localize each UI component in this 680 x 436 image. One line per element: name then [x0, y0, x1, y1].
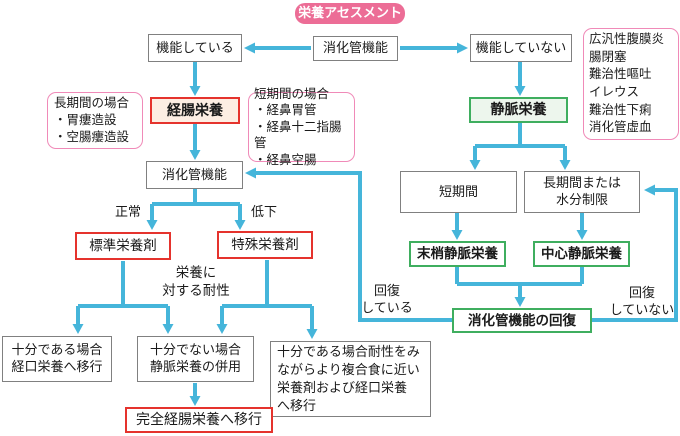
arrowhead-inadequate-left	[162, 324, 174, 334]
node-adequate-complex: 十分である場合耐性をみ ながらより複合食に近い 栄養剤および経口栄養 へ移行	[270, 341, 431, 417]
node-parenteral-nutrition: 静脈栄養	[469, 97, 568, 123]
arrow-special-split	[220, 260, 314, 330]
arrowhead-adequate-complex	[306, 329, 318, 339]
arrow-gi-split	[150, 189, 242, 221]
node-gi-function-recheck: 消化管機能	[146, 161, 243, 189]
arrowhead-special	[234, 220, 246, 230]
label-tolerance: 栄養に 対する耐性	[162, 265, 230, 298]
arrowhead-central	[576, 230, 588, 240]
node-not-functioning: 機能していない	[470, 34, 572, 62]
node-peripheral-pn: 末梢静脈栄養	[409, 241, 506, 267]
node-functioning: 機能している	[148, 34, 242, 62]
arrowhead-right-not-functioning	[457, 42, 468, 54]
node-long-term-or-fluid: 長期間または 水分制限	[524, 171, 640, 213]
arrow-loop-recovering	[256, 171, 452, 322]
arrowhead-loop-not-recovering	[644, 184, 655, 196]
title-nutrition-assessment: 栄養アセスメント	[295, 3, 405, 24]
node-short-term: 短期間	[400, 171, 517, 213]
node-gi-function-top: 消化管機能	[313, 36, 398, 61]
note-short-term-access: 短期間の場合 ・経鼻胃管 ・経鼻十二指腸管 ・経鼻空腸	[248, 87, 355, 167]
label-normal: 正常	[114, 204, 141, 219]
node-special-formula: 特殊栄養剤	[217, 231, 313, 259]
label-decreased: 低下	[250, 204, 277, 219]
node-adequate-to-oral: 十分である場合 経口栄養へ移行	[2, 336, 112, 382]
arrowhead-full-enteral	[189, 396, 201, 406]
label-not-recovering: 回復 していない	[609, 285, 675, 317]
arrowhead-standard	[146, 220, 158, 230]
arrowhead-parenteral	[514, 86, 526, 96]
note-contraindications: 広汎性腹膜炎 腸閉塞 難治性嘔吐 イレウス 難治性下痢 消化管虚血	[583, 28, 679, 140]
arrow-merge-recovery	[455, 267, 584, 298]
arrowhead-gi-recheck	[189, 150, 201, 160]
node-standard-formula: 標準栄養剤	[75, 232, 171, 260]
arrow-standard-split	[76, 261, 170, 325]
arrowhead-adequate-oral	[72, 324, 84, 334]
node-enteral-nutrition: 経腸栄養	[150, 97, 240, 124]
node-gi-recovery: 消化管機能の回復	[452, 308, 592, 333]
arrowhead-peripheral	[451, 230, 463, 240]
arrowhead-inadequate-right	[216, 324, 228, 334]
arrowhead-loop-recovering	[245, 167, 256, 179]
node-to-full-enteral: 完全経腸栄養へ移行	[125, 407, 273, 433]
arrowhead-left-functioning	[244, 42, 255, 54]
label-recovering: 回復 している	[361, 283, 413, 315]
node-central-pn: 中心静脈栄養	[533, 241, 630, 267]
note-long-term-access: 長期間の場合 ・胃瘻造設 ・空腸瘻造設	[47, 92, 143, 149]
arrow-parenteral-split	[473, 123, 567, 161]
arrowhead-enteral	[189, 86, 201, 96]
arrowhead-short-term	[469, 160, 481, 170]
node-inadequate-add-pn: 十分でない場合 静脈栄養の併用	[137, 336, 254, 382]
arrow-loop-not-recovering	[592, 188, 678, 322]
arrowhead-long-term	[559, 160, 571, 170]
arrowhead-gi-recovery	[514, 297, 526, 307]
